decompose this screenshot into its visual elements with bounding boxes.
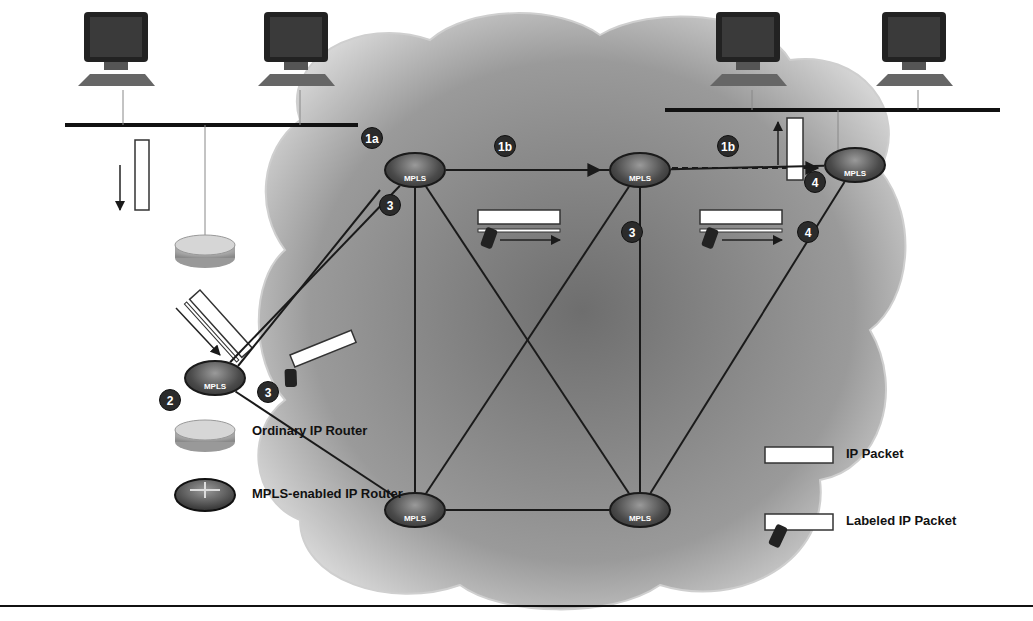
network-link	[235, 392, 394, 497]
legend-mpls-router	[175, 479, 235, 511]
lan-bus	[665, 108, 1000, 112]
network-link	[446, 509, 609, 511]
callout-number: 3	[379, 194, 401, 216]
router-label: MPLS	[629, 515, 651, 526]
labeled-ip-packet	[275, 330, 364, 391]
legend-ip-packet	[765, 447, 833, 463]
router-label: MPLS	[404, 515, 426, 526]
mpls-router: MPLS	[824, 147, 886, 183]
legend-text: Ordinary IP Router	[252, 424, 367, 439]
router-label: MPLS	[204, 383, 226, 394]
ordinary-router	[175, 235, 235, 268]
network-link	[446, 169, 609, 171]
mpls-router: MPLS	[609, 492, 671, 528]
callout-number: 4	[797, 221, 819, 243]
network-link	[426, 187, 629, 493]
network-cloud	[258, 13, 905, 609]
legend-text: IP Packet	[846, 447, 904, 462]
labeled-ip-packet	[478, 210, 560, 249]
network-link	[651, 182, 845, 493]
callout-number: 4	[804, 171, 826, 193]
computer-left-1	[78, 12, 155, 86]
labeled-ip-packet	[700, 210, 782, 249]
callout-number: 3	[257, 381, 279, 403]
ip-packet	[135, 140, 149, 210]
link	[238, 190, 380, 366]
legend-labeled-packet	[765, 514, 833, 549]
callout-number: 1b	[717, 135, 739, 157]
network-link	[230, 186, 400, 363]
lan-bus	[65, 123, 358, 127]
computer-left-2	[258, 12, 335, 86]
callout-number: 2	[159, 389, 181, 411]
mpls-router: MPLS	[609, 152, 671, 188]
callout-number: 3	[621, 221, 643, 243]
computer-right-1	[710, 12, 787, 86]
mpls-router: MPLS	[184, 360, 246, 396]
network-link	[414, 188, 416, 492]
callout-number: 1a	[361, 127, 383, 149]
network-link	[426, 187, 629, 493]
router-label: MPLS	[404, 175, 426, 186]
router-label: MPLS	[629, 175, 651, 186]
rule	[0, 605, 1033, 607]
mpls-router: MPLS	[384, 152, 446, 188]
legend-ordinary-router	[175, 420, 235, 452]
legend-text: Labeled IP Packet	[846, 514, 956, 529]
router-label: MPLS	[844, 170, 866, 181]
legend-text: MPLS-enabled IP Router	[252, 487, 403, 502]
network-link	[671, 166, 824, 170]
computer-right-2	[876, 12, 953, 86]
ip-packet	[787, 118, 803, 180]
callout-number: 1b	[494, 135, 516, 157]
